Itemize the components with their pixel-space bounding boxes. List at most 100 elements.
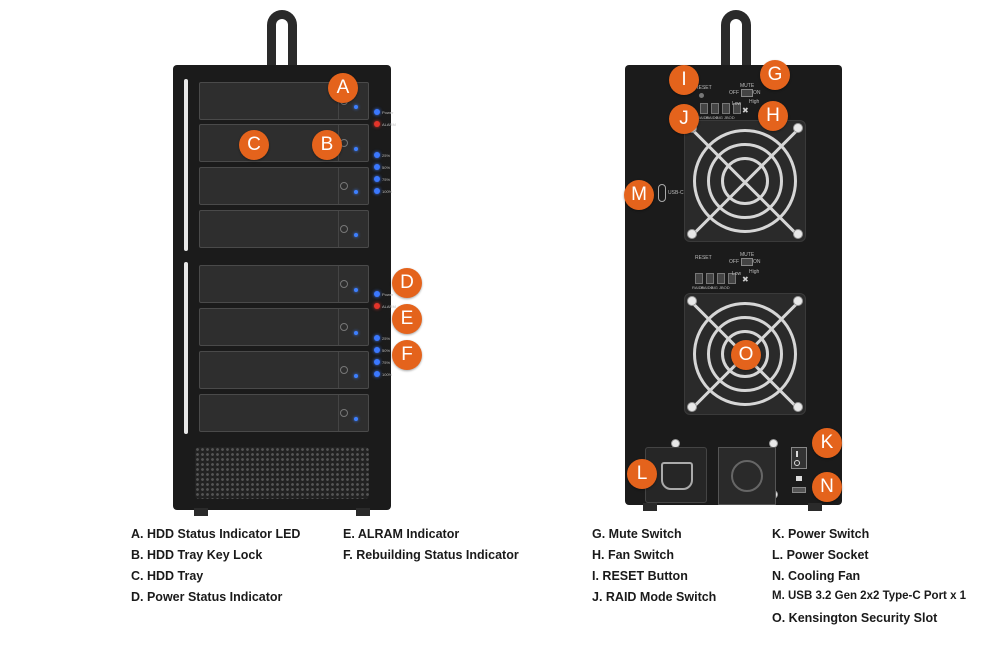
legend-o: O. Kensington Security Slot xyxy=(772,611,938,625)
hdd-tray-7[interactable] xyxy=(199,351,369,389)
rebuild-led-100-lower xyxy=(374,371,380,377)
hdd-status-led xyxy=(354,331,358,335)
rebuild-label-50-lower: 50% xyxy=(382,348,391,353)
legend-f: F. Rebuilding Status Indicator xyxy=(343,548,519,562)
rear-foot-left xyxy=(643,503,657,511)
raid-mode-switch[interactable] xyxy=(700,103,741,114)
callout-e: E xyxy=(392,304,422,334)
power-on-icon xyxy=(796,451,798,457)
tray-rail-lower xyxy=(184,262,188,434)
legend-j: J. RAID Mode Switch xyxy=(592,590,717,604)
hdd-status-led xyxy=(354,374,358,378)
rebuild-led-75-lower xyxy=(374,359,380,365)
rebuild-label-25-lower: 25% xyxy=(382,336,391,341)
legend-g: G. Mute Switch xyxy=(592,527,682,541)
legend-h: H. Fan Switch xyxy=(592,548,674,562)
tray-lock-icon xyxy=(340,280,348,288)
legend-c: C. HDD Tray xyxy=(131,569,204,583)
cooling-fan-upper xyxy=(684,120,806,242)
raid-label-big-lower: BIG xyxy=(711,285,718,290)
callout-k: K xyxy=(812,428,842,458)
rebuild-label-100-lower: 100% xyxy=(382,372,393,377)
hdd-tray-3[interactable] xyxy=(199,167,369,205)
rebuild-led-50-lower xyxy=(374,347,380,353)
callout-n: O xyxy=(731,340,761,370)
legend-k: K. Power Switch xyxy=(772,527,870,541)
legend-n: N. Cooling Fan xyxy=(772,569,861,583)
front-enclosure: Power ALARM 25% 50% 75% 100% Power ALARM… xyxy=(173,65,396,510)
legend-i: I. RESET Button xyxy=(592,569,688,583)
rebuild-led-25-lower xyxy=(374,335,380,341)
rebuild-label-75-lower: 75% xyxy=(382,360,391,365)
tray-lock-icon xyxy=(340,366,348,374)
alarm-led xyxy=(374,121,380,127)
power-led-label-lower: Power xyxy=(382,292,394,297)
tray-lock-icon xyxy=(340,323,348,331)
tray-rail-upper xyxy=(184,79,188,251)
callout-g: G xyxy=(760,60,790,90)
mute-label: MUTE xyxy=(740,83,755,89)
reset-button[interactable] xyxy=(699,93,704,98)
mute-switch-lower[interactable] xyxy=(741,258,753,266)
rear-handle xyxy=(721,10,751,66)
alarm-led-label-lower: ALARM xyxy=(382,304,396,309)
alarm-led-lower xyxy=(374,303,380,309)
callout-f: F xyxy=(392,340,422,370)
legend-m: M. USB 3.2 Gen 2x2 Type-C Port x 1 xyxy=(772,590,967,602)
hdd-status-led xyxy=(354,288,358,292)
callout-m: M xyxy=(624,180,654,210)
power-led-label: Power xyxy=(382,110,394,115)
callout-j: J xyxy=(669,104,699,134)
fan-high-label: High xyxy=(749,99,760,105)
mute-label-lower: MUTE xyxy=(740,252,755,258)
mute-on-label: ON xyxy=(753,90,761,96)
raid-mode-switch-lower[interactable] xyxy=(695,273,736,284)
hdd-tray-5[interactable] xyxy=(199,265,369,303)
callout-b: B xyxy=(312,130,342,160)
hdd-status-led xyxy=(354,190,358,194)
hdd-status-led xyxy=(354,233,358,237)
mute-off-label: OFF xyxy=(729,90,739,96)
alarm-led-label: ALARM xyxy=(382,122,396,127)
tray-lock-icon xyxy=(340,409,348,417)
raid-label-jbod-lower: JBOD xyxy=(719,285,730,290)
power-switch[interactable] xyxy=(791,447,807,469)
callout-i: I xyxy=(669,65,699,95)
raid-label-raid5-lower: RAID5 xyxy=(692,285,704,290)
rebuild-led-100 xyxy=(374,188,380,194)
front-vent-grille xyxy=(195,447,369,499)
rebuild-label-100: 100% xyxy=(382,189,393,194)
front-handle xyxy=(267,10,297,66)
callout-a: A xyxy=(328,73,358,103)
hdd-tray-4[interactable] xyxy=(199,210,369,248)
hdd-status-led xyxy=(354,105,358,109)
power-led xyxy=(374,109,380,115)
rear-enclosure: RESET MUTE OFF ON RAID5 RAID0 BIG JBOD L… xyxy=(625,65,842,505)
legend-b: B. HDD Tray Key Lock xyxy=(131,548,263,562)
legend-l: L. Power Socket xyxy=(772,548,869,562)
callout-h: H xyxy=(758,101,788,131)
usb-c-port[interactable] xyxy=(658,184,666,202)
hdd-tray-6[interactable] xyxy=(199,308,369,346)
fan-switch[interactable]: ✖ xyxy=(742,106,749,115)
rear-foot-right xyxy=(808,503,822,511)
lock-icon xyxy=(796,476,802,481)
rebuild-led-25 xyxy=(374,152,380,158)
power-led-lower xyxy=(374,291,380,297)
rebuild-label-75: 75% xyxy=(382,177,391,182)
hdd-tray-2[interactable] xyxy=(199,124,369,162)
hdd-status-led xyxy=(354,147,358,151)
fan-switch-lower[interactable]: ✖ xyxy=(742,275,749,284)
legend-d: D. Power Status Indicator xyxy=(131,590,283,604)
callout-d: D xyxy=(392,268,422,298)
psu-fan xyxy=(718,447,776,505)
reset-label: RESET xyxy=(695,85,712,91)
rebuild-led-75 xyxy=(374,176,380,182)
raid-label-raid5: RAID5 xyxy=(697,115,709,120)
kensington-slot[interactable] xyxy=(792,487,806,493)
reset-label-lower: RESET xyxy=(695,255,712,261)
raid-label-raid0: RAID0 xyxy=(706,115,718,120)
hdd-tray-8[interactable] xyxy=(199,394,369,432)
fan-low-label-lower: Low xyxy=(732,271,742,277)
mute-switch[interactable] xyxy=(741,89,753,97)
